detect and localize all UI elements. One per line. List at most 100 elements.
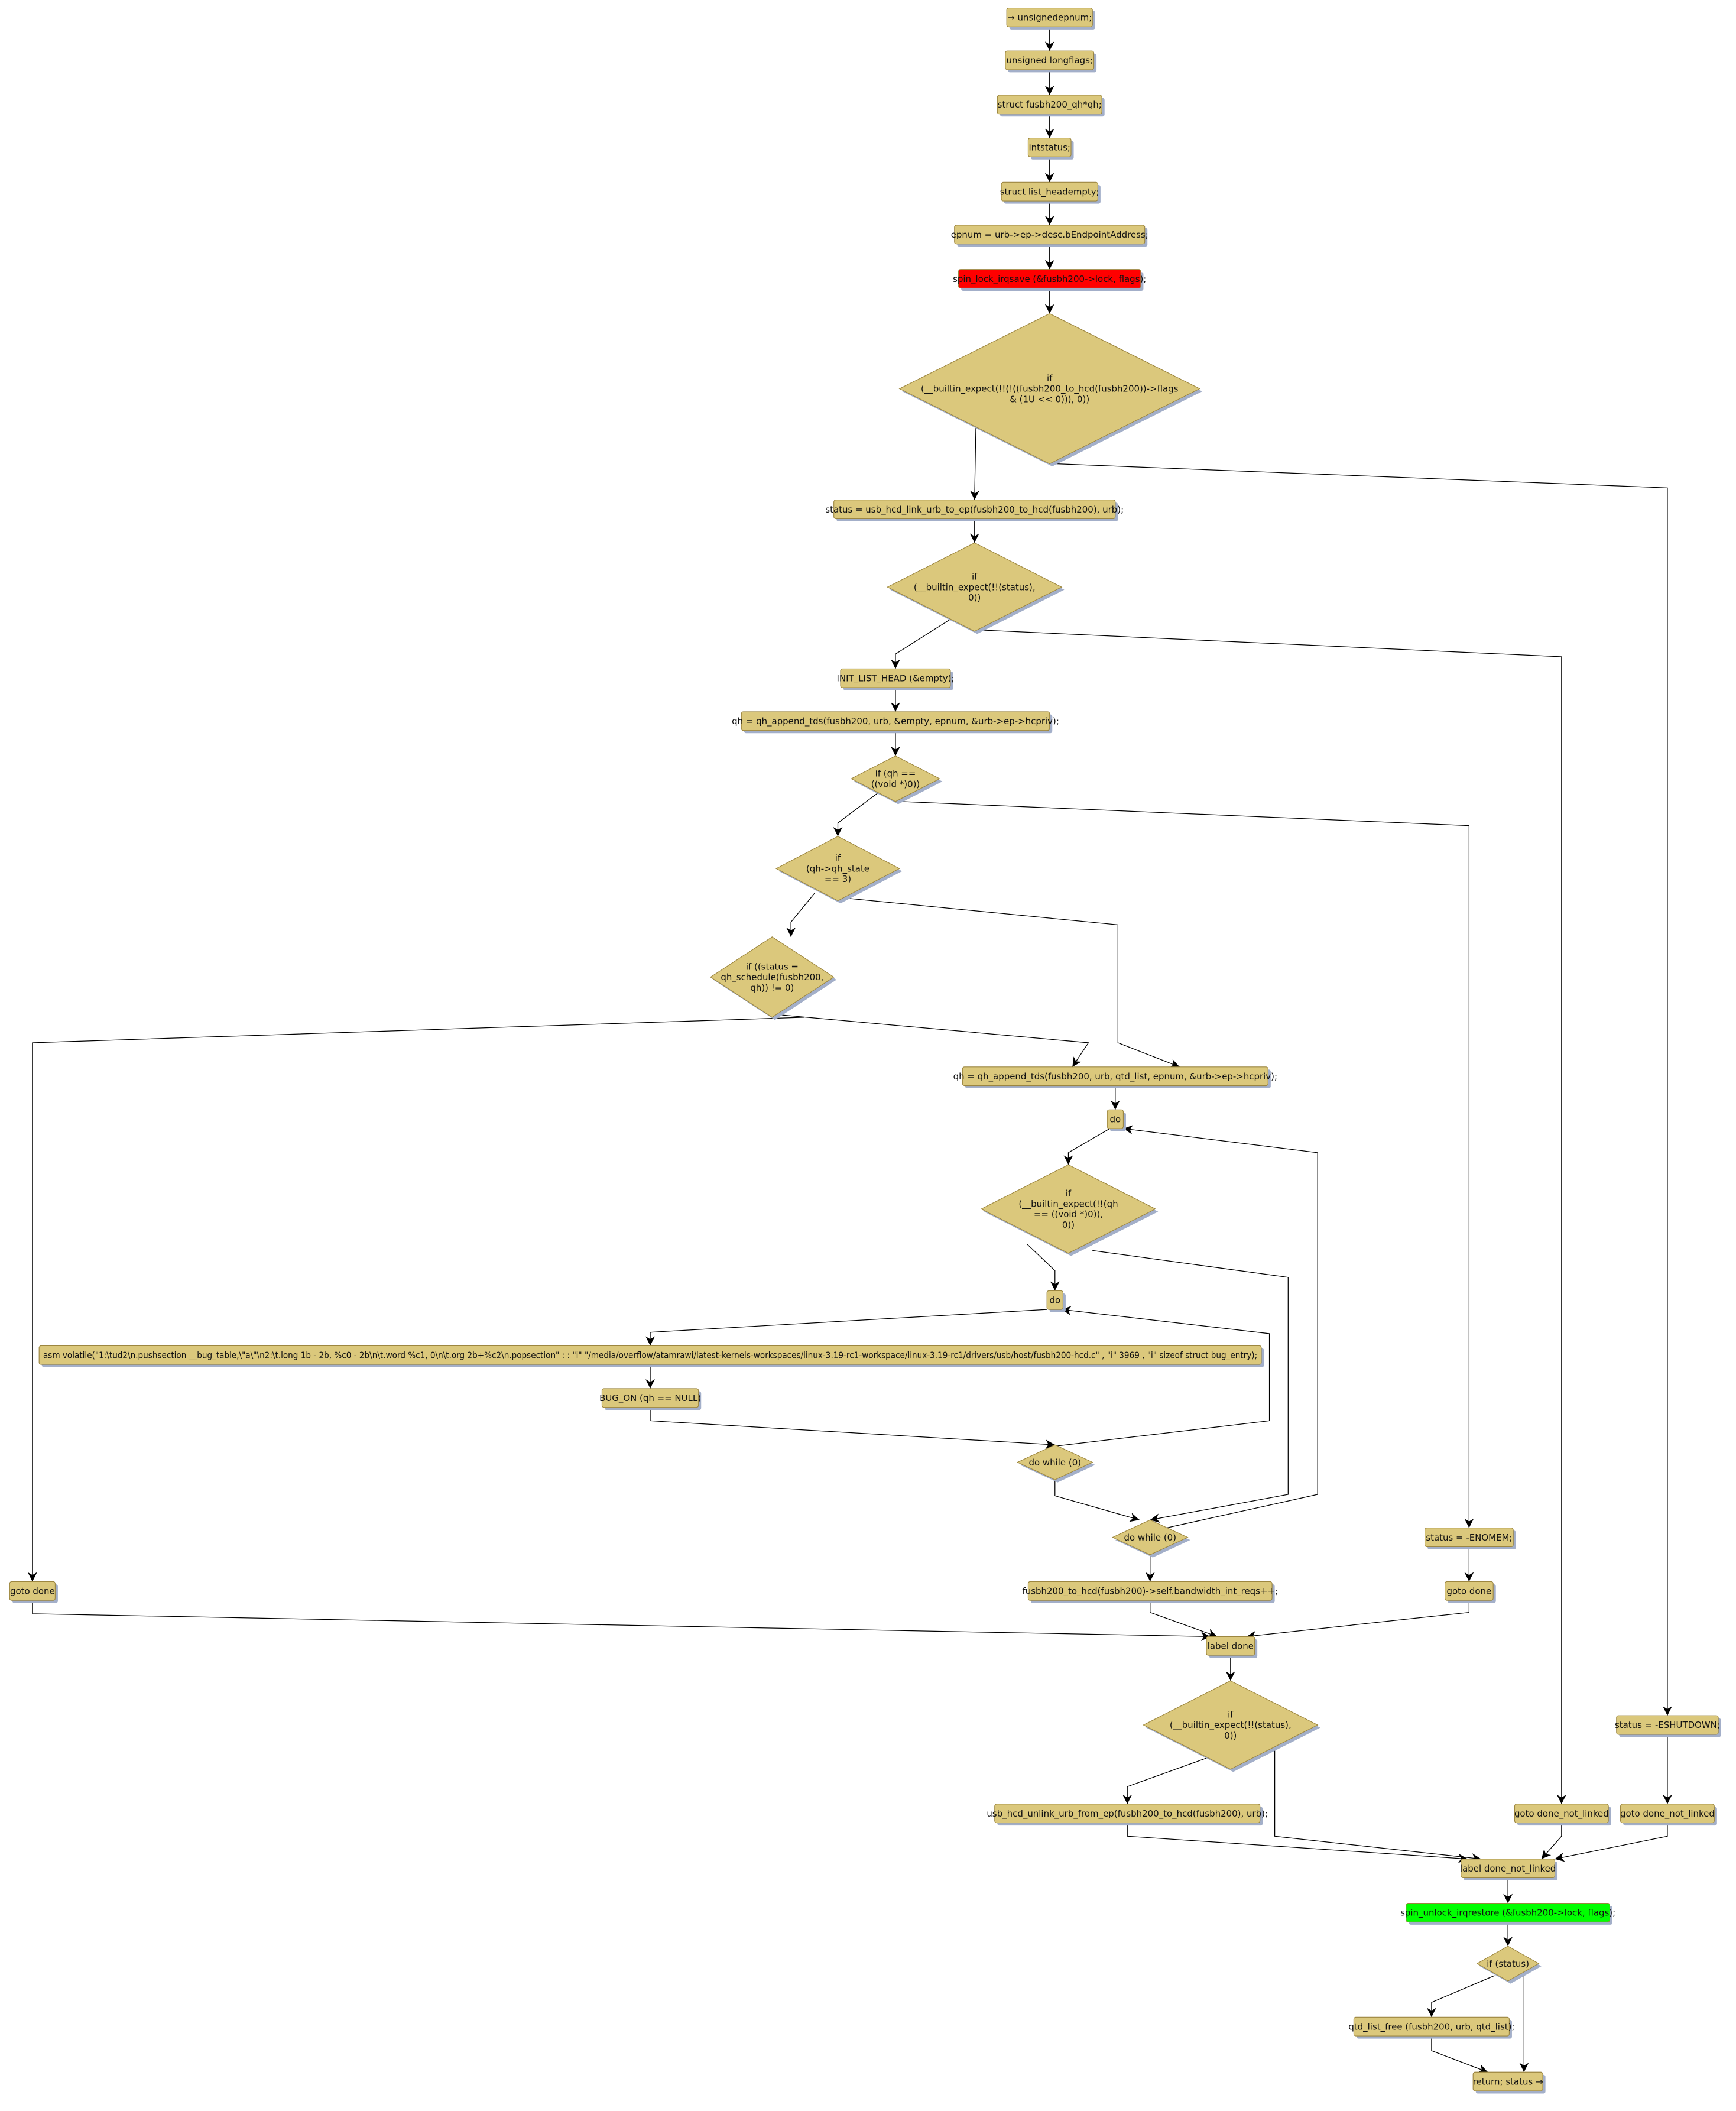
node-decl-flags[interactable]: unsigned longflags; bbox=[1005, 50, 1097, 73]
statement-shape[interactable] bbox=[1616, 1715, 1719, 1735]
node-start[interactable]: → unsignedepnum; bbox=[1006, 8, 1095, 30]
node-label-line: spin_unlock_irqrestore (&fusbh200->lock,… bbox=[1400, 1908, 1615, 1919]
statement-shape[interactable] bbox=[601, 1388, 699, 1408]
node-label: qtd_list_free (fusbh200, urb, qtd_list); bbox=[1348, 2021, 1514, 2032]
flow-edge bbox=[777, 1014, 1089, 1068]
statement-shape[interactable] bbox=[1027, 137, 1072, 157]
node-label-line: do while (0) bbox=[1029, 1457, 1082, 1468]
statement-shape[interactable] bbox=[38, 1345, 1262, 1365]
statement-shape[interactable] bbox=[1406, 1903, 1611, 1922]
node-label-line: if bbox=[835, 853, 841, 864]
node-asm-bug[interactable]: asm volatile("1:\tud2\n.pushsection __bu… bbox=[38, 1345, 1264, 1367]
statement-shape[interactable] bbox=[1005, 50, 1095, 70]
node-label-line: goto done bbox=[10, 1586, 55, 1597]
node-if-expect-qh-null[interactable]: if(__builtin_expect(!!(qh== ((void *)0))… bbox=[980, 1164, 1159, 1256]
node-spin-unlock[interactable]: spin_unlock_irqrestore (&fusbh200->lock,… bbox=[1400, 1903, 1615, 1925]
decision-shape[interactable] bbox=[1143, 1680, 1319, 1770]
node-status-enomem[interactable]: status = -ENOMEM; bbox=[1424, 1528, 1516, 1550]
node-label: label done_not_linked bbox=[1460, 1863, 1556, 1875]
decision-shape[interactable] bbox=[1111, 1519, 1189, 1555]
statement-shape[interactable] bbox=[1472, 2071, 1543, 2091]
decision-shape[interactable] bbox=[980, 1164, 1157, 1254]
node-label-line: qtd_list_free (fusbh200, urb, qtd_list); bbox=[1348, 2021, 1514, 2032]
statement-shape[interactable] bbox=[1046, 1290, 1063, 1310]
decision-shape[interactable] bbox=[1016, 1444, 1093, 1480]
node-if-qh-state[interactable]: if(qh->qh_state== 3) bbox=[775, 836, 903, 904]
flow-edge bbox=[1026, 1243, 1060, 1291]
node-goto-done-not-linked-2[interactable]: goto done_not_linked bbox=[1620, 1804, 1717, 1826]
flow-edge bbox=[844, 897, 1180, 1068]
node-label-done-not-linked[interactable]: label done_not_linked bbox=[1460, 1859, 1558, 1881]
node-if-qh-null[interactable]: if (qh ==((void *)0)) bbox=[850, 755, 943, 805]
statement-shape[interactable] bbox=[833, 500, 1116, 520]
node-goto-done-not-linked-1[interactable]: goto done_not_linked bbox=[1514, 1804, 1611, 1826]
node-link-urb[interactable]: status = usb_hcd_link_urb_to_ep(fusbh200… bbox=[825, 500, 1124, 521]
decision-shape[interactable] bbox=[850, 755, 941, 802]
decision-shape[interactable] bbox=[1476, 1945, 1540, 1982]
statement-shape[interactable] bbox=[1461, 1859, 1556, 1879]
statement-shape[interactable] bbox=[9, 1581, 56, 1601]
node-label-line: if bbox=[972, 572, 978, 582]
statement-shape[interactable] bbox=[741, 711, 1050, 731]
node-do-while-inner[interactable]: do while (0) bbox=[1016, 1444, 1095, 1483]
node-label-done[interactable]: label done bbox=[1206, 1636, 1258, 1658]
node-if-status-2[interactable]: if(__builtin_expect(!!(status),0)) bbox=[1143, 1680, 1320, 1772]
statement-shape[interactable] bbox=[1107, 1109, 1124, 1129]
node-label-line: status = usb_hcd_link_urb_to_ep(fusbh200… bbox=[825, 504, 1124, 515]
node-qtd-list-free[interactable]: qtd_list_free (fusbh200, urb, qtd_list); bbox=[1348, 2016, 1514, 2039]
node-label-line: goto done_not_linked bbox=[1514, 1808, 1609, 1820]
node-assign-epnum[interactable]: epnum = urb->ep->desc.bEndpointAddress; bbox=[951, 225, 1148, 247]
statement-shape[interactable] bbox=[1353, 2016, 1510, 2037]
node-init-list-head[interactable]: INIT_LIST_HEAD (&empty); bbox=[836, 668, 954, 690]
node-goto-done-left[interactable]: goto done bbox=[9, 1581, 58, 1603]
statement-shape[interactable] bbox=[1006, 8, 1093, 27]
node-decl-empty[interactable]: struct list_headempty; bbox=[1000, 181, 1101, 204]
statement-shape[interactable] bbox=[840, 668, 951, 688]
flow-edge bbox=[1122, 1756, 1209, 1804]
node-status-eshutdown[interactable]: status = -ESHUTDOWN; bbox=[1615, 1715, 1721, 1737]
decision-shape[interactable] bbox=[887, 542, 1063, 632]
node-label-line: if (qh == bbox=[875, 768, 916, 779]
node-if-qh-schedule[interactable]: if ((status =qh_schedule(fusbh200,qh)) !… bbox=[710, 936, 837, 1020]
statement-shape[interactable] bbox=[994, 1804, 1261, 1824]
statement-shape[interactable] bbox=[954, 225, 1146, 245]
statement-shape[interactable] bbox=[997, 95, 1102, 115]
node-decl-status[interactable]: intstatus; bbox=[1027, 137, 1074, 160]
node-do-while-outer[interactable]: do while (0) bbox=[1111, 1519, 1190, 1558]
node-label-line: do bbox=[1109, 1114, 1121, 1124]
node-label-line: if bbox=[1066, 1188, 1072, 1199]
node-return-status[interactable]: return; status → bbox=[1472, 2071, 1546, 2094]
statement-shape[interactable] bbox=[1001, 181, 1098, 202]
statement-shape[interactable] bbox=[1424, 1528, 1514, 1548]
node-label: struct list_headempty; bbox=[1000, 186, 1099, 197]
statement-shape[interactable] bbox=[1027, 1581, 1273, 1601]
statement-shape[interactable] bbox=[958, 269, 1141, 289]
node-label: do while (0) bbox=[1124, 1532, 1176, 1543]
decision-shape[interactable] bbox=[775, 836, 901, 902]
statement-shape[interactable] bbox=[1514, 1804, 1609, 1824]
node-spin-lock[interactable]: spin_lock_irqsave (&fusbh200->lock, flag… bbox=[953, 269, 1146, 291]
node-do-inner[interactable]: do bbox=[1046, 1290, 1066, 1312]
node-label: intstatus; bbox=[1028, 142, 1070, 153]
node-if-hw-accessible[interactable]: if(__builtin_expect(!!(!((fusbh200_to_hc… bbox=[898, 313, 1203, 467]
flow-edge bbox=[1054, 1480, 1140, 1522]
node-append-qtd-list[interactable]: qh = qh_append_tds(fusbh200, urb, qtd_li… bbox=[953, 1066, 1277, 1089]
statement-shape[interactable] bbox=[1206, 1636, 1255, 1656]
node-bug-on[interactable]: BUG_ON (qh == NULL) bbox=[599, 1388, 702, 1410]
node-label-line: epnum = urb->ep->desc.bEndpointAddress; bbox=[951, 229, 1148, 240]
node-unlink-urb[interactable]: usb_hcd_unlink_urb_from_ep(fusbh200_to_h… bbox=[987, 1804, 1268, 1826]
statement-shape[interactable] bbox=[1445, 1581, 1494, 1601]
node-if-status-3[interactable]: if (status) bbox=[1476, 1945, 1542, 1984]
decision-shape[interactable] bbox=[898, 313, 1200, 465]
node-decl-qh[interactable]: struct fusbh200_qh*qh; bbox=[997, 95, 1105, 117]
node-bandwidth-inc[interactable]: fusbh200_to_hcd(fusbh200)->self.bandwidt… bbox=[1022, 1581, 1278, 1603]
node-label-line: 0)) bbox=[968, 592, 981, 603]
node-append-empty[interactable]: qh = qh_append_tds(fusbh200, urb, &empty… bbox=[732, 711, 1059, 734]
node-goto-done-right[interactable]: goto done bbox=[1445, 1581, 1496, 1603]
node-if-status-1[interactable]: if(__builtin_expect(!!(status),0)) bbox=[887, 542, 1065, 634]
node-label-line: 0)) bbox=[1062, 1220, 1075, 1230]
statement-shape[interactable] bbox=[1620, 1804, 1715, 1824]
node-do-outer[interactable]: do bbox=[1107, 1109, 1126, 1131]
decision-shape[interactable] bbox=[710, 936, 835, 1018]
statement-shape[interactable] bbox=[962, 1066, 1268, 1087]
